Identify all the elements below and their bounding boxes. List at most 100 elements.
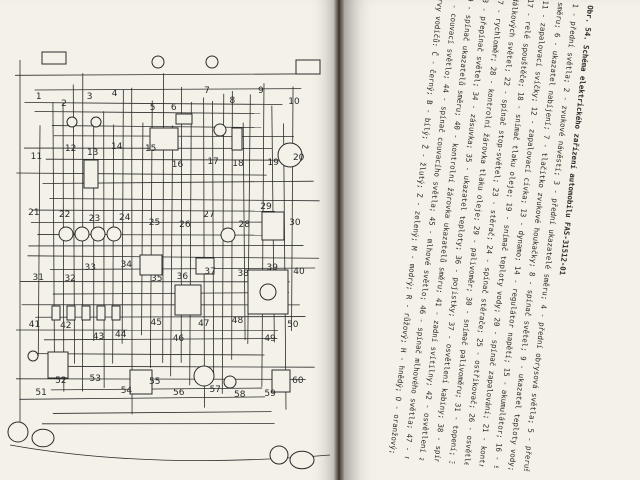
component-number: 57 — [209, 384, 221, 395]
component-circle — [259, 283, 277, 301]
component-number: 22 — [58, 209, 71, 220]
component-number: 8 — [229, 96, 236, 107]
component-number: 4 — [111, 88, 118, 99]
component-circle — [213, 123, 227, 137]
component-number: 55 — [149, 376, 161, 387]
component-circle — [151, 55, 165, 69]
wire — [121, 89, 124, 344]
wire — [52, 101, 55, 360]
book-gutter — [334, 0, 344, 480]
component-number: 35 — [150, 274, 163, 284]
component-circle — [220, 227, 236, 243]
component-number: 47 — [198, 318, 210, 329]
component-number: 51 — [35, 387, 47, 398]
wire — [170, 125, 174, 377]
wire — [16, 378, 306, 380]
wire — [24, 102, 283, 105]
component-number: 44 — [115, 329, 127, 340]
component-box — [175, 113, 193, 125]
component-number: 41 — [28, 319, 41, 330]
component-number: 16 — [171, 160, 184, 171]
component-box — [47, 351, 69, 379]
component-circle — [58, 226, 74, 242]
component-number: 24 — [118, 212, 131, 223]
component-number: 19 — [267, 158, 279, 169]
wire — [49, 267, 316, 270]
component-number: 7 — [204, 86, 210, 97]
component-number: 48 — [231, 316, 244, 327]
component-number: 30 — [289, 217, 301, 228]
wire — [34, 111, 261, 114]
wire — [52, 411, 272, 414]
component-box — [83, 159, 99, 189]
wire — [27, 255, 320, 259]
component-number: 27 — [203, 209, 215, 220]
component-box — [81, 305, 91, 321]
component-number: 15 — [144, 143, 157, 154]
component-number: 45 — [150, 318, 162, 329]
component-number: 29 — [260, 201, 272, 212]
wire — [43, 338, 278, 341]
component-box — [149, 127, 179, 151]
component-number: 52 — [55, 376, 67, 387]
component-number: 12 — [64, 143, 77, 154]
component-number: 32 — [64, 273, 76, 284]
wire — [51, 365, 315, 368]
component-number: 11 — [30, 151, 43, 162]
component-number: 40 — [293, 266, 305, 277]
component-circle — [277, 142, 303, 168]
component-number: 53 — [89, 374, 101, 385]
right-page — [341, 0, 640, 480]
wire — [189, 101, 192, 386]
component-number: 46 — [172, 334, 185, 345]
component-circle — [106, 226, 122, 242]
component-box — [195, 257, 215, 275]
component-number: 43 — [92, 332, 105, 343]
component-number: 36 — [176, 272, 189, 283]
wire — [62, 102, 65, 392]
component-number: 59 — [264, 388, 276, 399]
rear-lamp — [7, 421, 29, 443]
wire — [32, 353, 265, 356]
wire — [15, 73, 298, 76]
component-number: 13 — [86, 148, 99, 159]
component-number: 34 — [120, 260, 133, 271]
connector — [41, 51, 67, 65]
component-circle — [90, 116, 102, 128]
rear-lamp — [269, 445, 289, 465]
component-number: 10 — [288, 96, 300, 107]
component-number: 1 — [35, 92, 42, 103]
wire — [221, 93, 225, 394]
component-circle — [66, 116, 78, 128]
component-number: 14 — [111, 142, 123, 153]
rear-lamp — [31, 428, 55, 448]
wire — [34, 88, 302, 91]
component-box — [174, 284, 202, 316]
component-number: 28 — [238, 219, 250, 230]
wire — [31, 209, 275, 212]
component-box — [111, 305, 121, 321]
component-number: 23 — [88, 214, 101, 225]
wire — [16, 172, 267, 176]
component-number: 58 — [234, 389, 246, 400]
component-number: 50 — [287, 320, 299, 331]
component-box — [271, 369, 291, 393]
wire — [112, 124, 115, 364]
wire — [50, 387, 263, 391]
component-box — [96, 305, 106, 321]
wire — [242, 122, 246, 341]
component-number: 2 — [61, 99, 67, 110]
wire — [203, 97, 205, 408]
component-number: 20 — [292, 153, 305, 164]
component-number: 39 — [266, 263, 278, 274]
component-circle — [90, 226, 106, 242]
component-number: 60 — [292, 376, 304, 386]
wire — [291, 86, 294, 331]
wire — [19, 396, 266, 400]
component-number: 6 — [170, 102, 177, 113]
component-number: 31 — [32, 272, 44, 283]
component-box — [261, 211, 285, 241]
component-number: 56 — [172, 388, 185, 399]
